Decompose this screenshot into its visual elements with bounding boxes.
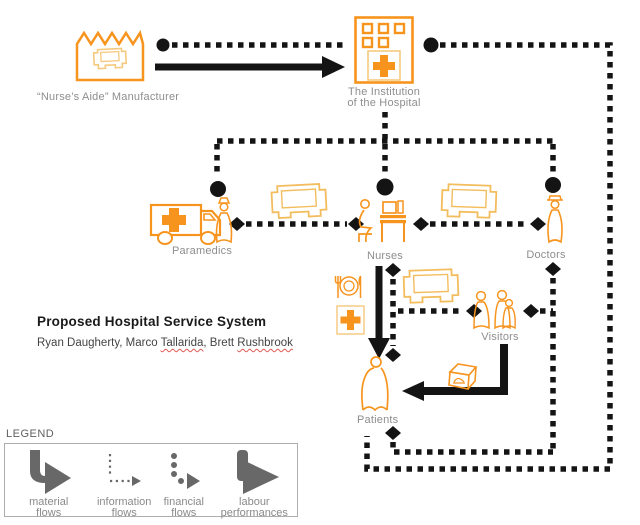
info-end-dot-paramedics bbox=[210, 181, 226, 197]
visitors-label: Visitors bbox=[481, 331, 519, 343]
legend-box: material flows information flows bbox=[4, 443, 298, 519]
info-flow-institution-patients bbox=[364, 42, 613, 472]
info-end-dot-doctors bbox=[545, 177, 561, 193]
legend-title: LEGEND bbox=[6, 428, 55, 440]
bed-icon bbox=[435, 180, 502, 222]
manufacturer-label: “Nurse’s Aide” Manufacturer bbox=[37, 91, 180, 103]
legend-label-line: flows bbox=[111, 507, 137, 519]
legend-item-information: information flows bbox=[92, 450, 156, 519]
doctors-label: Doctors bbox=[526, 249, 566, 261]
factory-icon bbox=[75, 30, 145, 82]
doctor-person-icon bbox=[541, 194, 569, 244]
legend-item-financial: financial flows bbox=[156, 450, 212, 519]
legend-label-line: material bbox=[29, 496, 69, 508]
financial-flow-icon bbox=[170, 453, 200, 489]
diamond-doctors-left bbox=[530, 217, 546, 231]
legend-item-labour: labour performances bbox=[212, 450, 297, 519]
legend-label-line: labour bbox=[239, 496, 270, 508]
labour-performance-icon bbox=[237, 450, 280, 494]
diamond-patients-bottom bbox=[385, 426, 401, 440]
institution-label: The Institution of the Hospital bbox=[347, 86, 421, 109]
bed-icon bbox=[397, 265, 464, 307]
ambulance-icon bbox=[149, 198, 225, 246]
diamond-patients-top bbox=[385, 348, 401, 362]
information-flow-icon bbox=[109, 454, 142, 486]
arrowhead-to-patients-left bbox=[402, 381, 424, 401]
bed-icon bbox=[265, 179, 333, 222]
info-origin-dot-manufacturer bbox=[156, 38, 170, 52]
visitors-group-icon bbox=[468, 290, 520, 330]
legend-label-line: flows bbox=[36, 507, 62, 519]
nurse-desk-icon bbox=[352, 196, 410, 244]
arrowhead-to-patients-down bbox=[368, 338, 390, 359]
financial-flow-patients-doctors bbox=[390, 442, 553, 455]
material-flow-icon bbox=[29, 450, 71, 494]
hospital-building-icon bbox=[354, 16, 414, 84]
legend-label-line: performances bbox=[220, 507, 288, 519]
diamond-doctors-bottom bbox=[545, 262, 561, 276]
patient-person-icon bbox=[356, 354, 394, 412]
paramedic-person-icon bbox=[212, 196, 236, 244]
paramedics-label: Paramedics bbox=[171, 245, 233, 257]
diamond-nurses-bottom bbox=[385, 263, 401, 277]
legend-label-line: flows bbox=[171, 507, 197, 519]
author-segment: Ryan Daugherty, Marco bbox=[37, 337, 161, 349]
legend-item-material: material flows bbox=[5, 450, 92, 519]
arrowhead-to-institution bbox=[322, 56, 345, 78]
care-package-icon bbox=[446, 361, 479, 394]
author-segment-misspelled: Tallarida bbox=[160, 337, 204, 349]
diamond-visitors-right bbox=[523, 304, 539, 318]
diamond-visitors-left bbox=[466, 304, 482, 318]
patients-label: Patients bbox=[357, 414, 399, 426]
author-segment-misspelled: Rushbrook bbox=[237, 337, 293, 349]
author-segment: , Brett bbox=[203, 337, 238, 349]
info-end-dot-nurses bbox=[376, 178, 394, 196]
material-flow-visitors-patients bbox=[424, 344, 508, 395]
diamond-paramedics bbox=[229, 217, 245, 231]
medical-cross-icon bbox=[336, 305, 365, 335]
legend-label-line: information bbox=[96, 496, 152, 508]
info-origin-dot-institution bbox=[423, 37, 439, 53]
diamond-nurses-right bbox=[413, 217, 429, 231]
meal-icon bbox=[333, 272, 363, 302]
authors-line: Ryan Daugherty, Marco Tallarida, Brett R… bbox=[37, 337, 293, 349]
page-title: Proposed Hospital Service System bbox=[37, 314, 267, 329]
legend-label-line: financial bbox=[163, 496, 204, 508]
nurses-label: Nurses bbox=[366, 250, 404, 262]
